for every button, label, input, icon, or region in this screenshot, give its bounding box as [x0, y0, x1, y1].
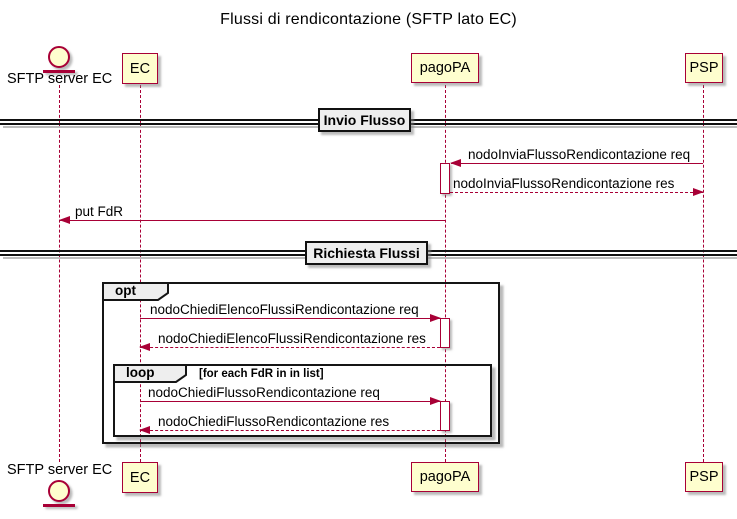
entity-icon — [48, 480, 70, 502]
entity-icon — [48, 46, 70, 68]
lifeline-psp — [703, 85, 704, 462]
divider-label-invio: Invio Flusso — [318, 108, 411, 132]
diagram-title: Flussi di rendicontazione (SFTP lato EC) — [220, 11, 517, 28]
message-arrow-invia-res — [450, 187, 704, 196]
activation-pagopa-invio — [440, 163, 450, 194]
message-label-elenco-res: nodoChiediElencoFlussiRendicontazione re… — [158, 331, 426, 346]
entity-underline-icon — [43, 504, 75, 507]
entity-underline-icon — [43, 70, 75, 73]
participant-pagopa-top: pagoPA — [411, 53, 479, 83]
message-label-put-fdr: put FdR — [75, 204, 124, 219]
lifeline-ec — [140, 85, 141, 462]
message-arrow-elenco-res — [139, 342, 440, 351]
activation-pagopa-elenco — [440, 318, 450, 348]
participant-pagopa-bottom: pagoPA — [411, 462, 479, 492]
fragment-loop-condition: [for each FdR in in list] — [199, 368, 324, 380]
divider-label-richiesta: Richiesta Flussi — [305, 241, 428, 265]
message-arrow-flusso-req — [140, 396, 441, 405]
message-arrow-invia-req — [450, 158, 703, 167]
message-label-flusso-res: nodoChiediFlussoRendicontazione res — [158, 414, 390, 429]
fragment-tab-icon — [113, 364, 187, 383]
message-label-invia-res: nodoInviaFlussoRendicontazione res — [453, 176, 675, 191]
message-arrow-elenco-req — [140, 313, 441, 322]
message-arrow-flusso-res — [139, 425, 440, 434]
participant-ec-top: EC — [122, 53, 158, 84]
lifeline-sftp-server-ec — [59, 85, 60, 462]
message-label-elenco-req: nodoChiediElencoFlussiRendicontazione re… — [150, 302, 419, 317]
fragment-tab-icon — [102, 282, 169, 301]
participant-psp-top: PSP — [685, 53, 723, 83]
participant-psp-bottom: PSP — [685, 462, 723, 492]
fragment-opt: opt — [102, 282, 500, 444]
fragment-loop: loop [for each FdR in in list] — [113, 364, 492, 437]
participant-label-sftp: SFTP server EC — [7, 71, 113, 87]
fragment-loop-tab: loop — [113, 364, 188, 384]
message-label-invia-req: nodoInviaFlussoRendicontazione req — [468, 147, 691, 162]
fragment-loop-label: loop — [126, 365, 155, 380]
activation-pagopa-flusso — [440, 401, 450, 431]
participant-label-sftp: SFTP server EC — [7, 462, 113, 478]
fragment-opt-label: opt — [115, 283, 136, 298]
participant-ec-bottom: EC — [122, 462, 158, 493]
message-label-flusso-req: nodoChiediFlussoRendicontazione req — [148, 385, 380, 400]
fragment-opt-tab: opt — [102, 282, 170, 302]
message-arrow-put-fdr — [59, 215, 445, 224]
lifeline-pagopa — [445, 85, 446, 462]
